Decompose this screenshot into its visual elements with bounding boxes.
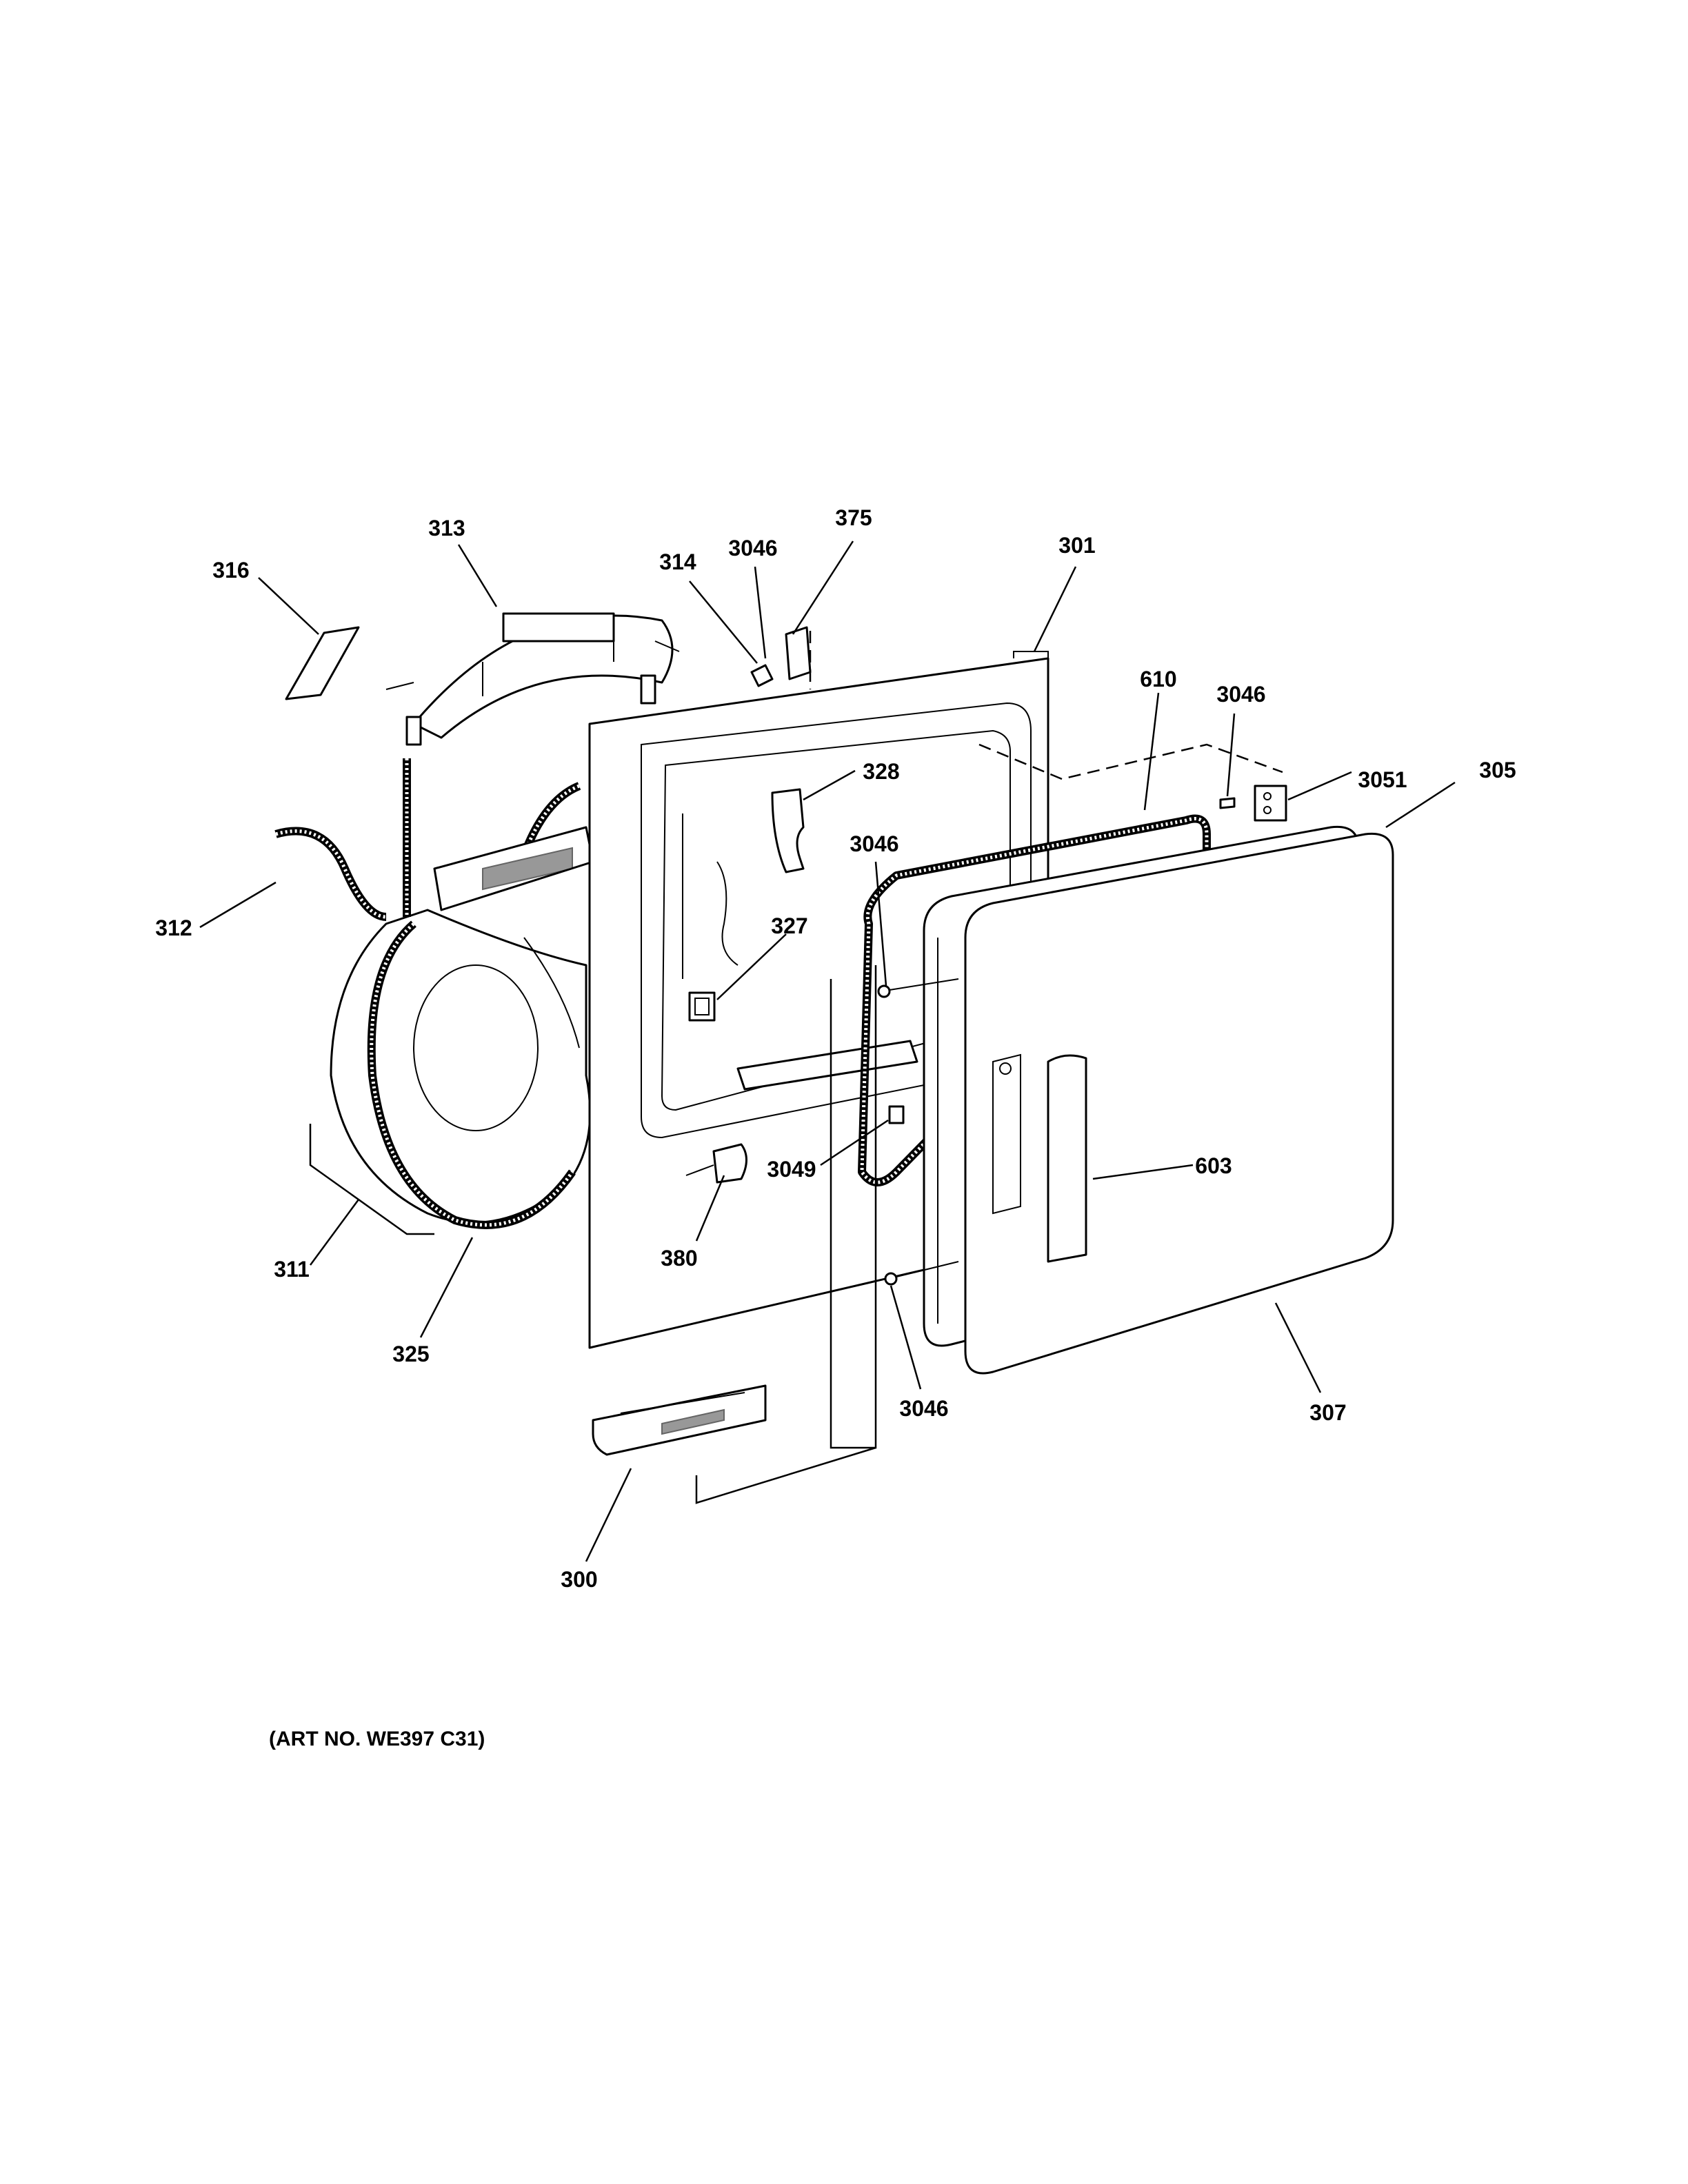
- callout-328: 328: [863, 759, 899, 784]
- callout-3051: 3051: [1358, 767, 1407, 792]
- callout-603: 603: [1195, 1153, 1232, 1178]
- part-3051-hinge-block: [1254, 785, 1287, 822]
- callout-3046-bottom: 3046: [899, 1396, 948, 1421]
- part-3046-screw-bottom: [884, 1261, 959, 1286]
- callout-380: 380: [661, 1246, 697, 1271]
- part-311-duct-housing: [330, 826, 594, 1224]
- leader-lines: [199, 540, 1456, 1562]
- callout-316: 316: [212, 558, 249, 583]
- callout-3046-mid: 3046: [850, 831, 898, 856]
- assembly-line-filter-2: [695, 1446, 876, 1504]
- part-327-switch: [688, 991, 716, 1022]
- part-325-gasket: [367, 758, 576, 1229]
- part-375-latch: [785, 626, 812, 689]
- callout-305: 305: [1479, 758, 1516, 782]
- callout-3049: 3049: [767, 1157, 816, 1182]
- part-380-knob: [685, 1143, 747, 1184]
- part-313-duct-bracket: [385, 612, 680, 746]
- callout-300: 300: [561, 1567, 597, 1592]
- art-number: (ART NO. WE397 C31): [269, 1728, 485, 1750]
- callout-313: 313: [428, 516, 465, 540]
- part-314-hinge-pin: [750, 664, 774, 687]
- part-328-bracket: [771, 788, 805, 873]
- part-300-lint-filter: [592, 1384, 767, 1456]
- callout-327: 327: [771, 913, 807, 938]
- part-316-pad: [285, 626, 360, 700]
- callout-325: 325: [392, 1342, 429, 1366]
- part-307-outer-door: [964, 832, 1394, 1375]
- callout-307: 307: [1309, 1400, 1346, 1425]
- part-3046-screw-mid: [877, 978, 959, 998]
- callout-311: 311: [274, 1257, 310, 1282]
- callout-312: 312: [155, 916, 192, 940]
- part-3049-clip: [888, 1105, 905, 1124]
- assembly-line-filter: [830, 965, 877, 1449]
- callout-3046-top: 3046: [728, 536, 777, 560]
- callout-3046-right: 3046: [1216, 682, 1265, 707]
- callout-314: 314: [659, 549, 696, 574]
- part-603-handle: [1047, 1054, 1087, 1263]
- callout-610: 610: [1140, 667, 1176, 691]
- part-3046-screw-right: [1219, 797, 1236, 809]
- callout-375: 375: [835, 505, 872, 530]
- callout-301: 301: [1058, 533, 1095, 558]
- assembly-line-hinge: [978, 743, 1283, 780]
